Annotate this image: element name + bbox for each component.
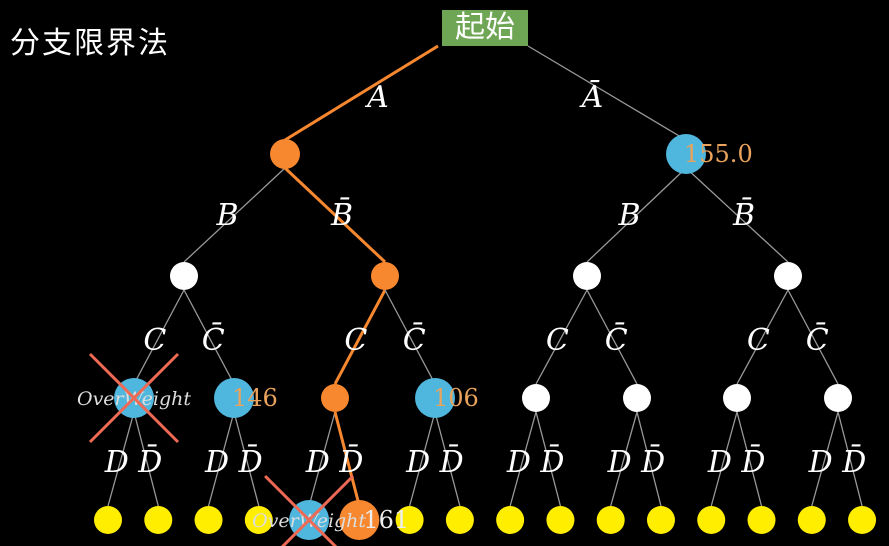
tree-node-white (723, 384, 751, 412)
edge-label: D̄ (439, 444, 464, 480)
edge-label: B (617, 198, 640, 233)
tree-node-yellow (144, 506, 173, 534)
edge-line (333, 411, 361, 507)
edge-line (527, 45, 687, 141)
edge-line (133, 411, 159, 507)
edge-label: B̄ (732, 197, 755, 233)
edge-line (837, 411, 863, 507)
edge-label: D̄ (740, 444, 765, 480)
edge-label: D (707, 445, 732, 480)
edge-line (207, 411, 235, 507)
node-value: 146 (232, 384, 278, 412)
edge-label: D̄ (137, 444, 162, 480)
tree-node-orange (339, 500, 380, 540)
edge-label: Ā (579, 80, 604, 115)
edge-label: D (607, 445, 632, 480)
tree-node-white (623, 384, 651, 412)
tree-node-yellow (194, 506, 223, 534)
tree-node-white (573, 262, 601, 290)
tree-node-white (824, 384, 852, 412)
edge-line (284, 44, 439, 142)
tree-node-yellow (596, 506, 625, 534)
edge-line (636, 411, 662, 507)
edge-line (133, 289, 185, 385)
edge-line (586, 167, 687, 263)
edge-line (233, 411, 260, 507)
edge-line (283, 166, 387, 264)
edge-label: D (204, 445, 229, 480)
tree-node-orange (321, 384, 349, 412)
tree-node-yellow (244, 506, 273, 534)
edge-label: C (747, 323, 770, 358)
tree-node-white (170, 262, 198, 290)
tree-node-blue (415, 378, 455, 418)
edge-label: C (546, 323, 569, 358)
edge-line (408, 411, 436, 507)
edge-label: D̄ (640, 444, 665, 480)
edge-label: C̄ (202, 322, 225, 358)
tree-node-orange (371, 262, 399, 290)
node-value: 155.0 (684, 140, 753, 168)
tree-node-yellow (646, 506, 675, 534)
edge-label: D̄ (539, 444, 564, 480)
edge-label: A (364, 80, 389, 115)
tree-node-yellow (848, 506, 877, 534)
tree-node-yellow (94, 506, 122, 534)
edge-label: D̄ (338, 444, 363, 480)
edge-line (434, 411, 461, 507)
edge-line (535, 289, 588, 385)
edge-line (736, 411, 763, 507)
prune-cross-icon (280, 474, 355, 546)
edge-label: D̄ (841, 444, 866, 480)
edge-line (384, 289, 436, 385)
edge-label: B (215, 198, 238, 233)
node-value: 161 (363, 506, 409, 534)
edge-line (333, 289, 387, 385)
edge-label: D (506, 445, 531, 480)
edge-label: C̄ (806, 322, 829, 358)
tree-node-orange (270, 139, 300, 169)
tree-node-yellow (797, 506, 826, 534)
edge-label: D (104, 445, 129, 480)
page-title: 分支限界法 (10, 26, 170, 61)
edge-label: D̄ (238, 444, 263, 480)
edge-line (509, 411, 537, 507)
edge-label: C̄ (605, 322, 628, 358)
tree-node-blue (214, 378, 254, 418)
tree-node-yellow (546, 506, 575, 534)
tree-node-blue (666, 134, 706, 174)
node-value: 106 (433, 384, 479, 412)
tree-node-yellow (496, 506, 525, 534)
tree-node-white (522, 384, 550, 412)
edge-label: C (143, 323, 166, 358)
edge-label: C̄ (403, 322, 426, 358)
edge-line (811, 411, 839, 507)
edge-line (586, 289, 638, 385)
edge-line (308, 411, 336, 507)
tree-node-yellow (747, 506, 776, 534)
tree-node-yellow (697, 506, 726, 534)
edge-line (685, 167, 789, 263)
root-node: 起始 (442, 10, 528, 46)
edge-line (710, 411, 738, 507)
edge-line (736, 289, 789, 385)
edge-line (183, 289, 235, 385)
tree-node-yellow (395, 506, 424, 534)
edge-label: D (808, 445, 833, 480)
edge-line (535, 411, 562, 507)
edge-label: D (305, 445, 330, 480)
edge-line (107, 411, 135, 507)
tree-node-white (774, 262, 802, 290)
edge-label: B̄ (330, 197, 353, 233)
edge-line (787, 289, 839, 385)
edge-line (610, 411, 638, 507)
tree-node-yellow (445, 506, 474, 534)
edge-line (183, 167, 286, 263)
edge-label: C (344, 323, 367, 358)
prune-cross-icon (88, 352, 180, 444)
edge-label: D (405, 445, 430, 480)
